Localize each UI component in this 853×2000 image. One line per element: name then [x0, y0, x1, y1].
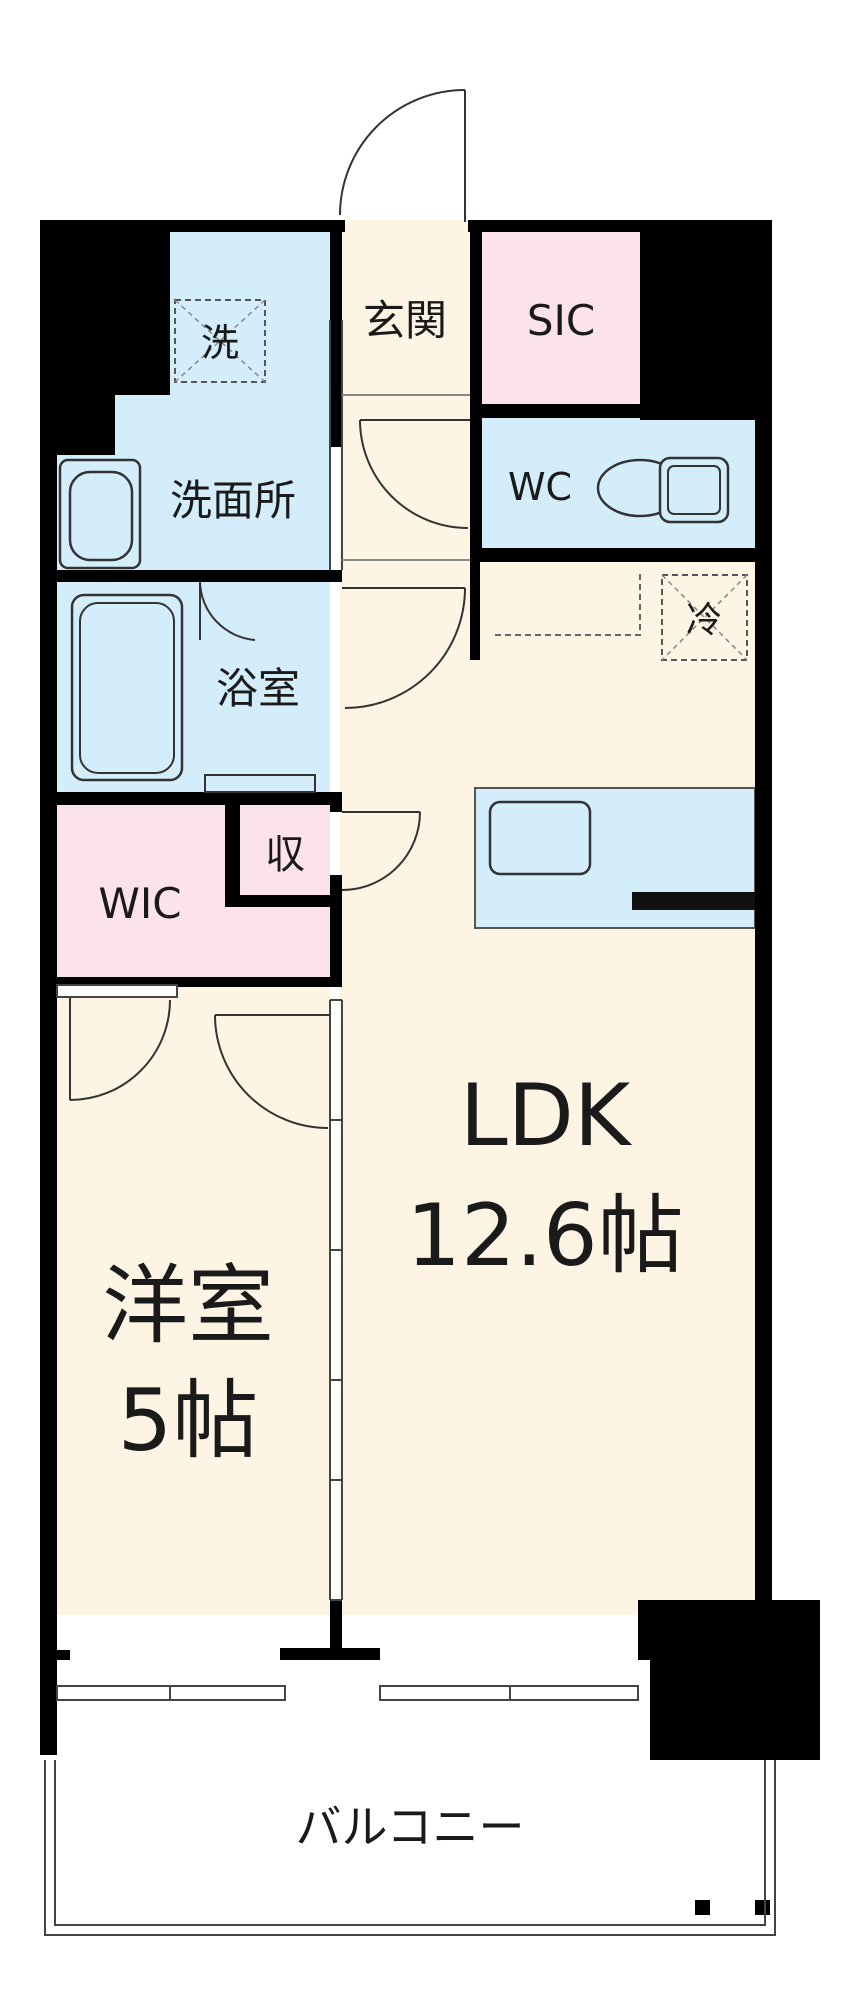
walls	[40, 220, 820, 1915]
fridge-label: 冷	[686, 600, 722, 641]
windows	[56, 984, 639, 1701]
wic-label: WIC	[98, 879, 181, 928]
western-room-size-label: 5帖	[118, 1371, 259, 1471]
western-room-name-label: 洋室	[102, 1256, 274, 1356]
sic-floor	[482, 232, 640, 404]
entrance-label: 玄関	[363, 296, 447, 345]
fridge-area	[661, 574, 748, 661]
fixtures	[58, 299, 748, 793]
room-fills	[55, 220, 756, 1615]
storage-floor	[240, 812, 330, 897]
toilet-icon	[596, 456, 730, 524]
sink-icon	[488, 800, 592, 876]
bathtub	[70, 593, 184, 782]
storage-label: 収	[265, 832, 305, 878]
western-room-floor	[55, 985, 330, 1615]
balcony	[44, 1760, 776, 1936]
doors	[69, 89, 470, 1129]
labels: 玄関 SIC 洗 洗面所 WC 冷 浴室 収 WIC LDK 12.6帖 洋室 …	[98, 296, 722, 1854]
sic-label: SIC	[527, 296, 595, 345]
washer-area	[174, 299, 266, 383]
wc-label: WC	[508, 465, 572, 509]
ldk-size-label: 12.6帖	[406, 1186, 683, 1286]
washer-label: 洗	[201, 321, 239, 365]
wash-basin	[58, 458, 142, 570]
ldk-name-label: LDK	[460, 1066, 633, 1166]
balcony-label: バルコニー	[295, 1800, 524, 1854]
washroom-label: 洗面所	[170, 476, 296, 525]
partitions	[329, 320, 470, 1601]
bath-label: 浴室	[216, 664, 300, 713]
stove-bar	[632, 892, 755, 910]
